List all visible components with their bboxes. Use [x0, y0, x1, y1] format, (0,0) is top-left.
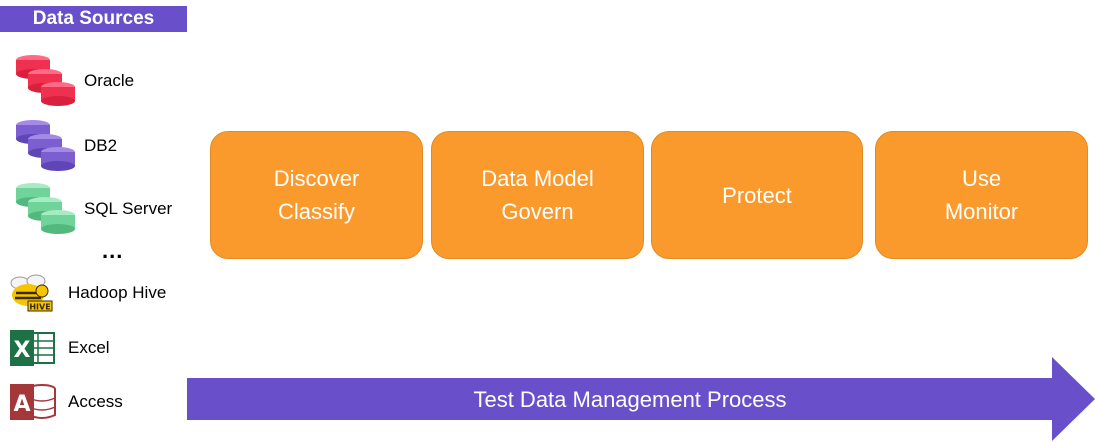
step-2-line1: Data Model: [481, 166, 594, 191]
source-label-excel: Excel: [68, 338, 110, 357]
database-stack-green-icon: [16, 183, 75, 234]
source-label-oracle: Oracle: [84, 71, 135, 90]
step-1-line1: Discover: [273, 166, 360, 191]
svg-text:A: A: [13, 392, 30, 417]
step-2-line2: Govern: [501, 199, 574, 224]
source-hive: HIVE Hadoop Hive: [6, 271, 166, 315]
source-access: A Access: [8, 383, 123, 421]
database-stack-red-icon: [16, 55, 75, 106]
svg-text:HIVE: HIVE: [29, 303, 50, 312]
data-sources-title: Data Sources: [32, 8, 155, 29]
svg-text:X: X: [14, 338, 31, 363]
source-label-sqlserver: SQL Server: [84, 199, 173, 218]
process-arrow: [187, 357, 1095, 441]
source-oracle: Oracle: [12, 52, 134, 114]
source-db2: DB2: [12, 117, 117, 179]
source-excel: X Excel: [8, 330, 110, 366]
access-icon: A: [10, 384, 56, 420]
excel-icon: X: [10, 330, 55, 366]
step-4-line2: Monitor: [944, 199, 1019, 224]
step-protect: Protect: [651, 131, 863, 259]
source-label-hive: Hadoop Hive: [68, 283, 167, 302]
source-label-access: Access: [68, 392, 123, 411]
source-sqlserver: SQL Server: [12, 180, 172, 242]
step-1-line2: Classify: [277, 199, 355, 224]
database-stack-purple-icon: [16, 120, 75, 171]
hive-bee-icon: HIVE: [10, 274, 53, 312]
step-use-monitor: Use Monitor: [875, 131, 1088, 259]
source-label-db2: DB2: [84, 136, 118, 155]
more-sources-ellipsis: ...: [102, 238, 124, 263]
step-4-line1: Use: [961, 166, 1002, 191]
step-discover-classify: Discover Classify: [210, 131, 423, 259]
step-3-line1: Protect: [722, 182, 792, 208]
step-data-model-govern: Data Model Govern: [431, 131, 644, 259]
data-sources-header: Data Sources: [0, 6, 187, 32]
process-label: Test Data Management Process: [473, 387, 787, 412]
